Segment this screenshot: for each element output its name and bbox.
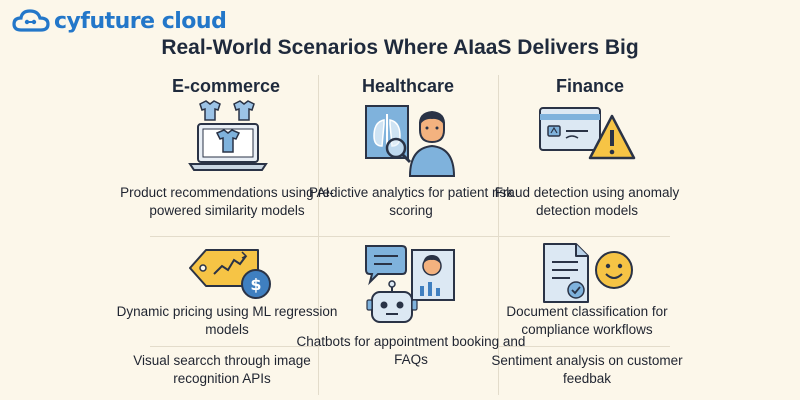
document-smiley-icon	[543, 243, 633, 303]
caption-dynamic-pricing: Dynamic pricing using ML regression mode…	[116, 304, 338, 337]
laptop-tshirts-icon	[188, 100, 268, 171]
divider	[318, 75, 319, 395]
divider	[150, 236, 670, 237]
column-heading-healthcare: Healthcare	[361, 76, 455, 96]
divider	[498, 75, 499, 395]
brand-name: cyfuture cloud	[54, 8, 227, 34]
caption-visual-search: Visual searcch through image recognition…	[133, 353, 311, 386]
caption-sentiment-analysis: Sentiment analysis on customer feedbak	[491, 353, 683, 386]
column-heading-finance: Finance	[555, 76, 625, 96]
column-heading-ecommerce: E-commerce	[171, 76, 281, 96]
caption-document-classification: Document classification for compliance w…	[506, 304, 668, 337]
cloud-logo-icon	[12, 9, 50, 32]
caption-product-recommendations: Product recommendations using AI-powered…	[120, 185, 334, 218]
brand-logo: cyfuture cloud	[12, 8, 227, 34]
caption-fraud-detection: Fraud detection using anomaly detection …	[494, 185, 680, 218]
caption-predictive-analytics: Predictive analytics for patient risk sc…	[308, 185, 514, 218]
divider	[498, 346, 670, 347]
page-title: Real-World Scenarios Where AIaaS Deliver…	[161, 36, 639, 59]
price-tag-dollar-icon: $	[189, 249, 271, 299]
svg-text:$: $	[250, 275, 261, 294]
fraud-warning-icon	[539, 107, 636, 160]
chatbot-robot-icon	[365, 245, 455, 323]
divider	[150, 346, 320, 347]
xray-doctor-icon	[365, 105, 456, 177]
caption-chatbots: Chatbots for appointment booking and FAQ…	[296, 334, 526, 367]
